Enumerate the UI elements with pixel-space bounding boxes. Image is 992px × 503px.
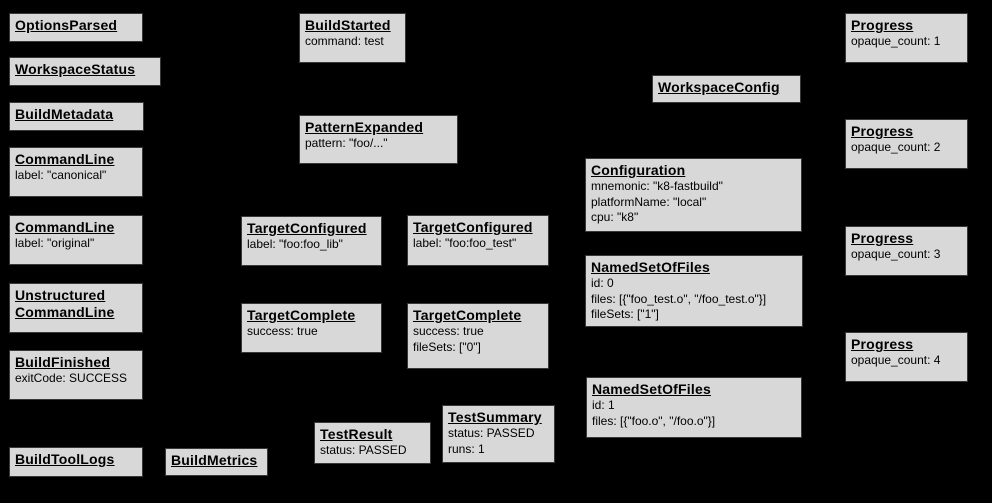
node-title: CommandLine	[15, 151, 115, 167]
node-patternexpanded: PatternExpanded pattern: "foo/..."	[299, 115, 458, 164]
node-field: opaque_count: 1	[851, 34, 941, 49]
node-title: BuildFinished	[15, 354, 111, 370]
node-field: files: [{"foo.o", "/foo.o"}]	[592, 413, 716, 428]
node-field: id: 0	[591, 276, 614, 291]
node-namedsetoffiles-1: NamedSetOfFiles id: 1 files: [{"foo.o", …	[586, 377, 802, 438]
node-commandline-original: CommandLine label: "original"	[9, 215, 143, 265]
node-field: status: PASSED	[320, 443, 407, 458]
node-title: WorkspaceConfig	[658, 79, 780, 95]
node-field: label: "original"	[15, 236, 95, 251]
node-title: NamedSetOfFiles	[592, 381, 711, 397]
node-title: OptionsParsed	[15, 17, 118, 33]
node-field: runs: 1	[448, 441, 485, 456]
node-title: Progress	[851, 230, 914, 246]
node-title: NamedSetOfFiles	[591, 259, 710, 275]
node-field: files: [{"foo_test.o", "/foo_test.o"}]	[591, 291, 767, 306]
node-field: cpu: "k8"	[591, 210, 639, 225]
node-title: PatternExpanded	[305, 119, 424, 135]
node-field: mnemonic: "k8-fastbuild"	[591, 179, 723, 194]
node-field: fileSets: ["0"]	[413, 339, 481, 354]
node-field: label: "foo:foo_test"	[413, 236, 517, 251]
node-title: WorkspaceStatus	[15, 61, 136, 77]
node-progress-3: Progress opaque_count: 3	[845, 226, 968, 276]
node-testsummary: TestSummary status: PASSED runs: 1	[442, 405, 555, 463]
node-title: BuildMetrics	[171, 452, 258, 468]
node-workspaceconfig: WorkspaceConfig	[652, 75, 801, 103]
node-progress-2: Progress opaque_count: 2	[845, 119, 968, 169]
node-buildmetadata: BuildMetadata	[9, 102, 144, 131]
node-title: Progress	[851, 336, 914, 352]
node-title: TargetConfigured	[247, 220, 367, 236]
node-title: Configuration	[591, 162, 686, 178]
node-commandline-canonical: CommandLine label: "canonical"	[9, 147, 143, 197]
node-field: label: "canonical"	[15, 168, 107, 183]
node-optionsparsed: OptionsParsed	[9, 13, 143, 42]
node-progress-4: Progress opaque_count: 4	[845, 332, 968, 382]
node-namedsetoffiles-0: NamedSetOfFiles id: 0 files: [{"foo_test…	[585, 255, 803, 327]
node-field: platformName: "local"	[591, 194, 707, 209]
node-title: TestSummary	[448, 409, 542, 425]
node-field: opaque_count: 4	[851, 353, 941, 368]
node-buildtoollogs: BuildToolLogs	[9, 447, 143, 477]
node-title: Unstructured CommandLine	[15, 287, 115, 321]
node-title: Progress	[851, 123, 914, 139]
node-field: success: true	[247, 324, 318, 339]
node-field: opaque_count: 2	[851, 140, 941, 155]
node-targetcomplete-foo-test: TargetComplete success: true fileSets: […	[407, 303, 549, 369]
node-field: id: 1	[592, 398, 615, 413]
node-targetcomplete-foo-lib: TargetComplete success: true	[241, 303, 382, 353]
node-title: TargetComplete	[413, 307, 522, 323]
node-unstructuredcommandline: Unstructured CommandLine	[9, 283, 143, 333]
node-field: opaque_count: 3	[851, 247, 941, 262]
node-targetconfigured-foo-test: TargetConfigured label: "foo:foo_test"	[407, 215, 549, 266]
node-title: BuildStarted	[305, 17, 391, 33]
node-title: BuildMetadata	[15, 106, 114, 122]
node-title: CommandLine	[15, 219, 115, 235]
node-buildfinished: BuildFinished exitCode: SUCCESS	[9, 350, 143, 400]
node-targetconfigured-foo-lib: TargetConfigured label: "foo:foo_lib"	[241, 216, 382, 266]
node-field: fileSets: ["1"]	[591, 307, 659, 322]
node-title: TargetComplete	[247, 307, 356, 323]
node-field: exitCode: SUCCESS	[15, 371, 128, 386]
node-title: TestResult	[320, 426, 393, 442]
node-buildstarted: BuildStarted command: test	[299, 13, 406, 63]
node-field: status: PASSED	[448, 426, 535, 441]
node-field: pattern: "foo/..."	[305, 136, 388, 151]
node-title: BuildToolLogs	[15, 451, 115, 467]
node-field: label: "foo:foo_lib"	[247, 237, 343, 252]
node-workspacestatus: WorkspaceStatus	[9, 57, 161, 86]
node-title: TargetConfigured	[413, 219, 533, 235]
node-progress-1: Progress opaque_count: 1	[845, 13, 968, 63]
node-title: Progress	[851, 17, 914, 33]
node-field: success: true	[413, 324, 484, 339]
node-testresult: TestResult status: PASSED	[314, 422, 431, 464]
node-field: command: test	[305, 34, 384, 49]
node-configuration: Configuration mnemonic: "k8-fastbuild" p…	[585, 158, 802, 232]
node-buildmetrics: BuildMetrics	[165, 448, 268, 476]
